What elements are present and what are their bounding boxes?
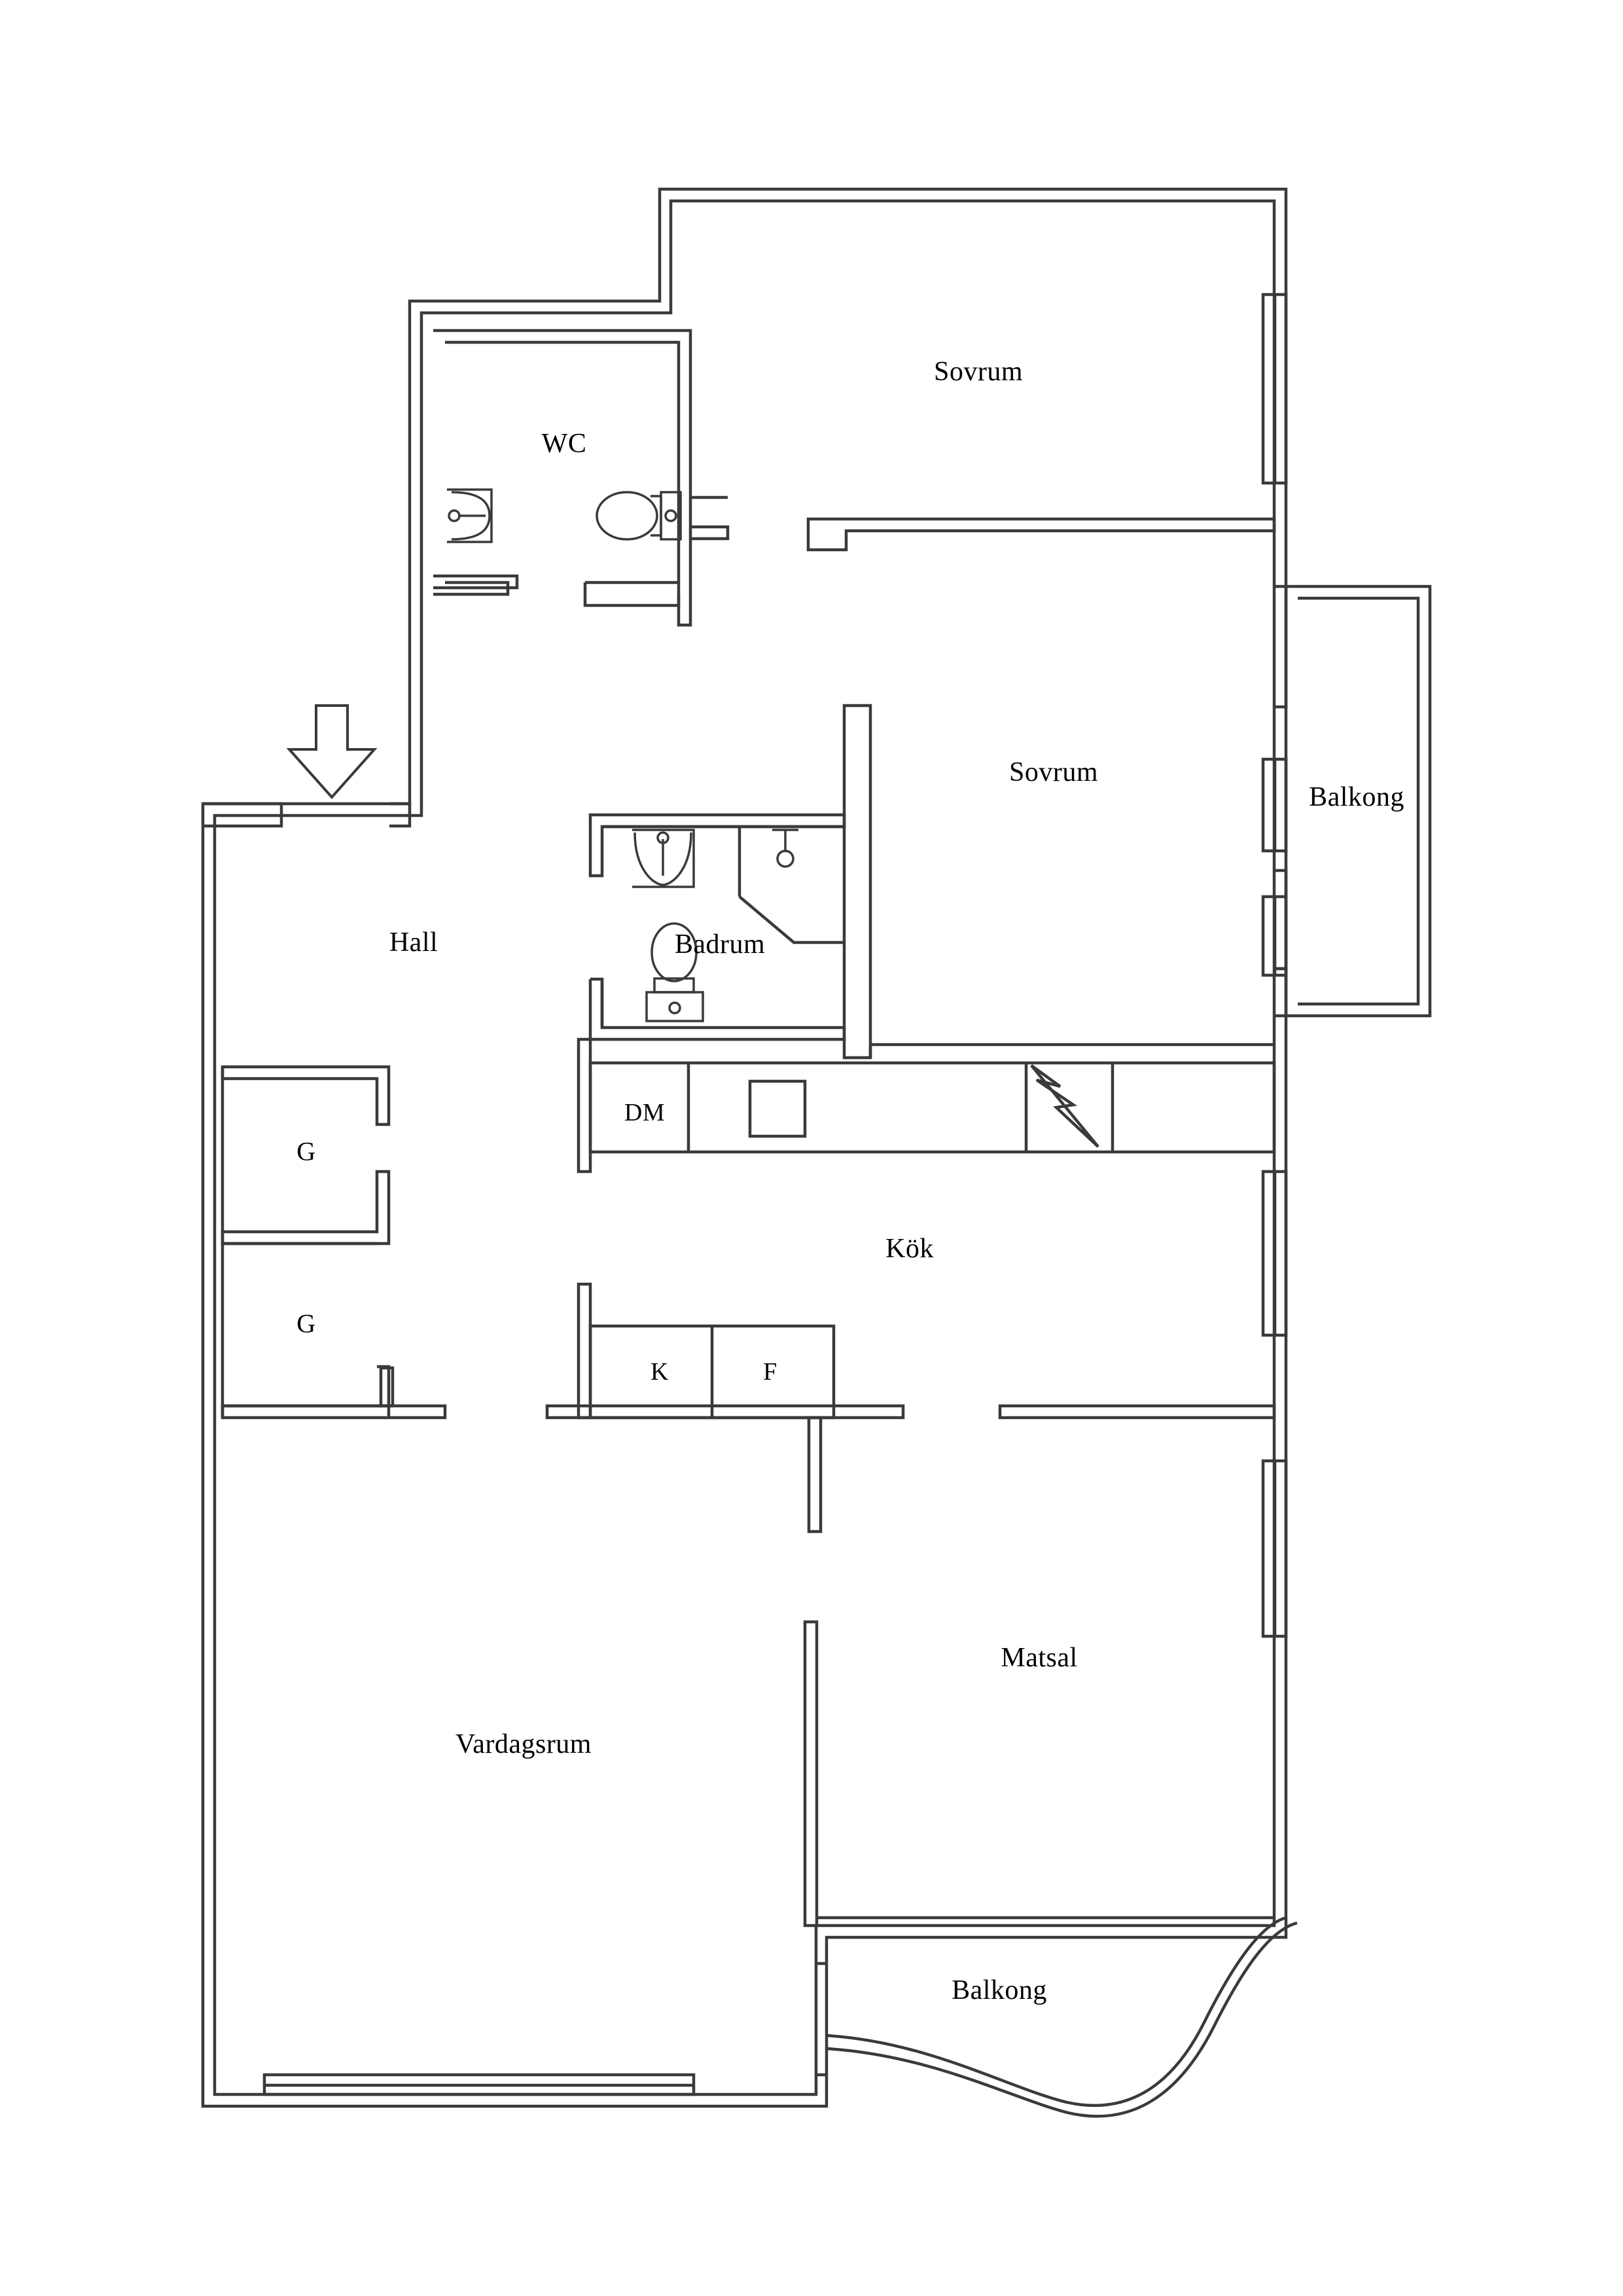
room-label-sovrum-2: Sovrum (1008, 757, 1099, 787)
balcony-railing-curve (826, 1916, 1298, 2118)
closet-label-upper: G (296, 1136, 316, 1166)
hall-entry-walls (203, 802, 412, 828)
wc-walls (433, 329, 730, 627)
badrum-toilet-icon (645, 922, 704, 1022)
bedroom-partition-wall (806, 517, 1276, 552)
matsal-top-stub (998, 1404, 1276, 1420)
window-vardagsrum-bottom (262, 2073, 696, 2096)
window-sovrum1-right (1261, 293, 1288, 485)
appliance-label-fridge: F (763, 1358, 777, 1386)
appliance-label-dishwasher: DM (624, 1099, 666, 1126)
hall-livingroom-divider (221, 1366, 447, 1420)
down-arrow-icon (286, 704, 378, 800)
window-balcony-right-lower (1274, 869, 1288, 1018)
room-label-matsal: Matsal (1001, 1643, 1078, 1673)
window-sovrum2-balcony-door (1261, 895, 1288, 977)
sink-icon (447, 488, 493, 543)
room-label-vardagsrum: Vardagsrum (455, 1729, 592, 1759)
closet-label-lower: G (296, 1308, 316, 1338)
room-label-wc: WC (541, 429, 587, 459)
room-label-hall: Hall (389, 927, 438, 958)
room-label-sovrum-1: Sovrum (933, 357, 1024, 387)
kitchen-sink-icon (748, 1079, 807, 1138)
balcony-bottom-walls (816, 1962, 827, 2077)
toilet-icon (596, 491, 682, 541)
window-matsal-right (1261, 1459, 1288, 1638)
window-kok-right (1261, 1170, 1288, 1337)
room-label-kok: Kök (885, 1234, 934, 1264)
badrum-sink-icon (632, 829, 695, 888)
lightning-bolt-icon (1030, 1064, 1099, 1148)
exterior-wall-outline (201, 187, 1288, 2108)
matsal-partition-wall (803, 1620, 1274, 1928)
shower-head-icon (772, 829, 798, 868)
room-label-balkong-2: Balkong (952, 1975, 1047, 2005)
room-label-badrum: Badrum (674, 929, 766, 960)
badrum-walls (588, 813, 846, 1041)
window-sovrum2-right (1261, 757, 1288, 853)
kitchen-counter-top (577, 1037, 1276, 1174)
appliance-label-stove: K (651, 1358, 669, 1386)
balcony-right-walls (1286, 584, 1432, 1018)
room-label-balkong-1: Balkong (1309, 782, 1404, 812)
window-balcony-right-upper (1274, 584, 1288, 709)
kitchen-counter-lower (545, 1282, 905, 1534)
